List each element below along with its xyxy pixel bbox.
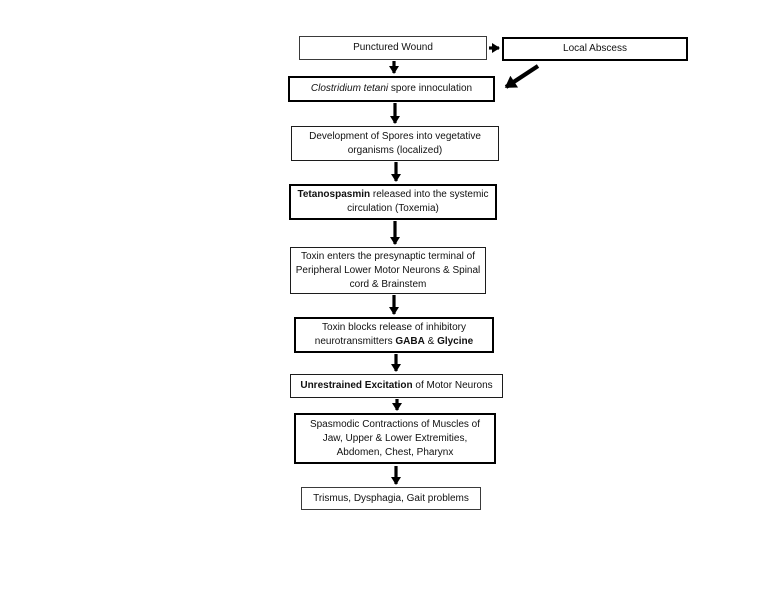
node-toxin-enters-label: Toxin enters the presynaptic terminal of… [295,250,481,290]
node-spore-inoculation: Clostridium tetani spore innoculation [288,76,495,102]
node-spore-development: Development of Spores into vegetative or… [291,126,499,161]
node-tetanospasmin-release: Tetanospasmin released into the systemic… [289,184,497,220]
node-toxin-blocks: Toxin blocks release of inhibitory neuro… [294,317,494,353]
node-spasmodic-contractions-label: Spasmodic Contractions of Muscles of Jaw… [309,418,481,458]
node-unrestrained-excitation-label: Unrestrained Excitation of Motor Neurons [300,380,493,391]
node-toxin-blocks-label: Toxin blocks release of inhibitory neuro… [314,322,474,347]
node-tetanospasmin-release-label: Tetanospasmin released into the systemic… [297,189,489,214]
node-spore-development-label: Development of Spores into vegetative or… [309,130,481,156]
node-local-abscess: Local Abscess [502,37,688,61]
node-trismus-outcome-label: Trismus, Dysphagia, Gait problems [313,492,469,504]
node-spore-inoculation-label: Clostridium tetani spore innoculation [310,83,473,94]
node-trismus-outcome: Trismus, Dysphagia, Gait problems [301,487,481,510]
arrow-local-abscess-to-spore-inoculation [504,64,540,89]
node-punctured-wound-label: Punctured Wound [353,42,433,53]
node-toxin-enters: Toxin enters the presynaptic terminal of… [290,247,486,294]
node-unrestrained-excitation: Unrestrained Excitation of Motor Neurons [290,374,503,398]
node-punctured-wound: Punctured Wound [299,36,487,60]
node-spasmodic-contractions: Spasmodic Contractions of Muscles of Jaw… [294,413,496,464]
node-local-abscess-label: Local Abscess [563,43,627,54]
